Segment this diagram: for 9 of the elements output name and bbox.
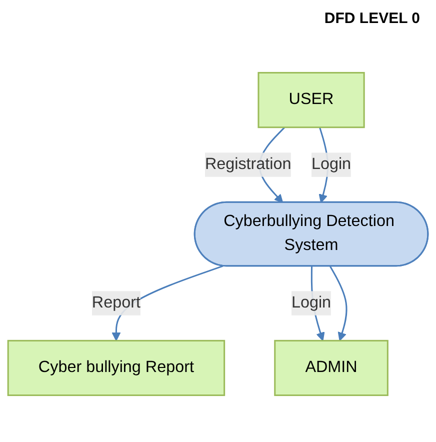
diagram-title: DFD LEVEL 0: [324, 10, 420, 27]
node-box: USER: [258, 72, 365, 128]
node-box: Cyber bullying Report: [7, 340, 226, 396]
arrow: [330, 266, 348, 342]
edge-label: Registration: [204, 156, 292, 173]
node-box: ADMIN: [274, 340, 388, 396]
edge-label: Login: [291, 294, 332, 312]
edge-label: Login: [311, 156, 352, 173]
edge-label: Report: [92, 294, 140, 312]
